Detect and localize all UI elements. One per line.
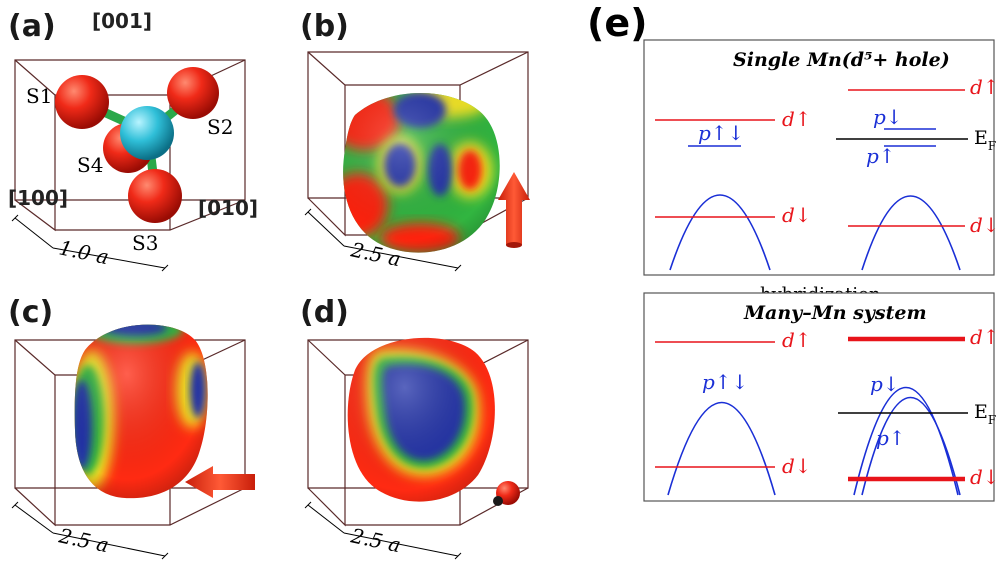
panel-a: (a) [001] S1 S2 S3 S4 [100] [010] [8,9,258,272]
site-s3-label: S3 [132,231,158,255]
single-mn-title: Single Mn(d⁵+ hole) [733,49,950,71]
fermi-label-top: EF [974,127,996,153]
p-updown-label-left: p↑↓ [698,121,744,145]
fermi-label-bottom: EF [974,401,996,427]
site-s4-label: S4 [77,153,103,177]
fermi-symbol-bottom: E [974,401,988,423]
fermi-symbol-top: E [974,127,988,149]
ligand-s3-atom [128,169,182,223]
d-up-label-left: d↑ [782,107,812,131]
panel-b-label: (b) [300,9,349,44]
fermi-subscript-bottom: F [988,413,996,427]
p-down-label-right: p↓ [873,105,903,129]
mn-atom [120,106,174,160]
many-mn-box: Many–Mn system d↑ p↑↓ d↓ d↑ p↓ EF p↑ d↓ [643,292,1000,502]
d-up-label-left-many: d↑ [782,328,812,352]
single-mn-box: Single Mn(d⁵+ hole) d↑ p↑↓ d↓ d↑ p↓ EF p… [643,39,1000,276]
panel-c-label: (c) [8,295,53,330]
scale-bar-b [304,208,462,272]
scale-bar-d [304,501,462,560]
site-s2-label: S2 [207,115,233,139]
d-down-label-left: d↓ [782,203,812,227]
direction-010-label: [010] [198,196,258,220]
scale-label-a: 1.0 a [57,235,111,269]
fermi-surface-d [347,337,495,502]
scale-label-c: 2.5 a [56,523,111,557]
panel-a-label: (a) [8,9,56,44]
fermi-surface-b [343,92,500,253]
valence-band-left [669,194,771,271]
many-mn-title: Many–Mn system [743,302,927,324]
magnetization-arrow-d [493,481,520,506]
direction-001-label: [001] [92,9,152,33]
panel-c: (c) 2.5 a [8,295,255,560]
scale-label-d: 2.5 a [348,523,403,557]
p-down-band-right-many [853,386,959,496]
p-down-label-right-many: p↓ [870,372,900,396]
d-down-label-left-many: d↓ [782,454,812,478]
scale-bar-c [11,501,169,560]
p-up-label-right-many: p↑ [876,426,906,450]
magnetization-arrow-c [185,466,255,498]
panel-e: (e) Single Mn(d⁵+ hole) d↑ p↑↓ d↓ d↑ p↓ … [587,1,1000,502]
site-s1-label: S1 [26,84,52,108]
valence-band-left-many [667,401,776,496]
p-up-band-right-many [861,396,961,496]
d-up-label-right-many: d↑ [970,325,1000,349]
fermi-subscript-top: F [988,139,996,153]
d-up-label-right: d↑ [970,75,1000,99]
magnetization-arrow-b [498,172,530,248]
panel-d-label: (d) [300,295,349,330]
direction-100-label: [100] [8,186,68,210]
d-down-label-right: d↓ [970,213,1000,237]
fermi-surface-c [74,324,208,499]
valence-band-right [861,195,961,271]
scale-bar-a [11,214,169,272]
panel-d: (d) 2.5 a [300,295,529,560]
p-up-label-right: p↑ [866,144,896,168]
ligand-s2-atom [167,67,219,119]
ligand-s1-atom [55,75,109,129]
panel-e-label: (e) [587,1,648,45]
d-down-label-right-many: d↓ [970,465,1000,489]
p-updown-label-left-many: p↑↓ [702,370,748,394]
panel-b: (b) [300,9,530,272]
